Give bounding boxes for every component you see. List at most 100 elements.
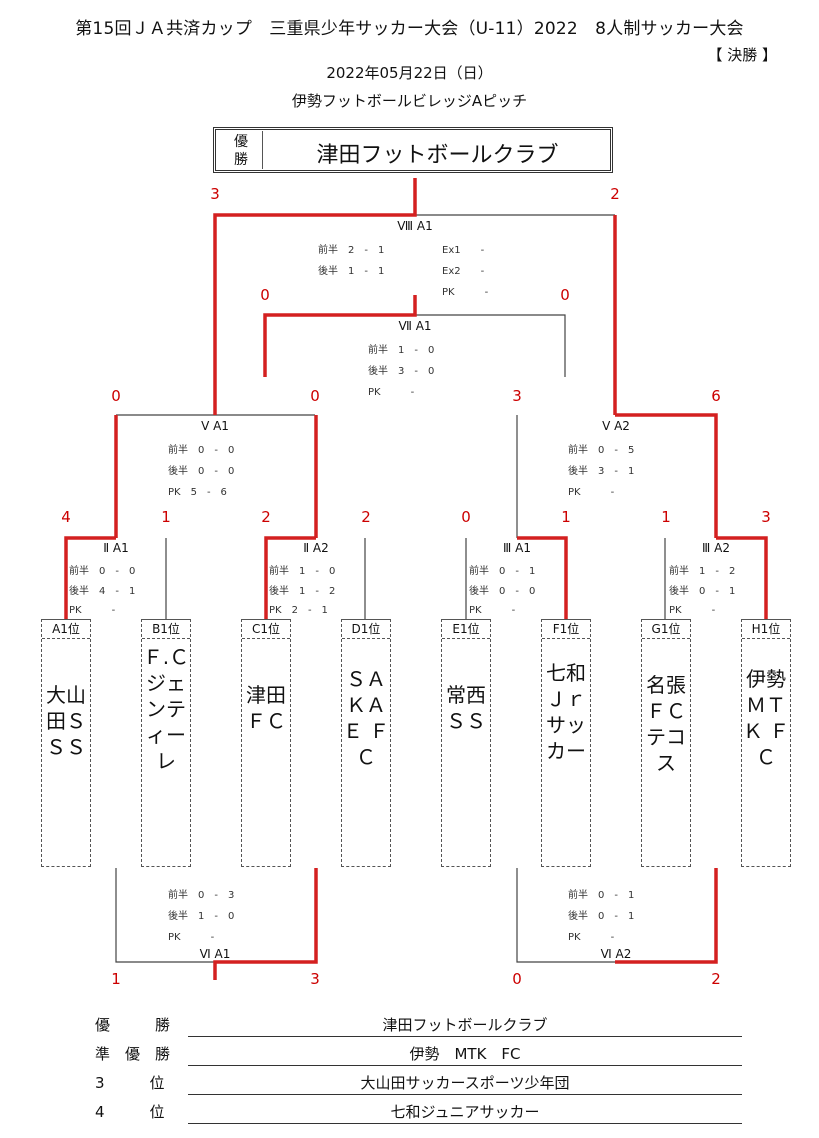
team-box: D1位 ＳＡＫＡＥ ＦＣ <box>341 619 391 867</box>
champion-label: 優勝 <box>234 134 248 168</box>
score-3a2-left: 1 <box>661 508 671 526</box>
score-row: PK 2 - 1 <box>269 605 328 616</box>
score-5a2-right: 6 <box>711 387 721 405</box>
team-name: 七和Ｊｒサッカー <box>546 661 586 763</box>
team-position: F1位 <box>542 620 590 639</box>
team-position: C1位 <box>242 620 290 639</box>
match-label-5a1: Ⅴ A1 <box>201 419 229 433</box>
score-row: 後半 3 - 0 <box>368 366 435 377</box>
score-final-left: 3 <box>210 185 220 203</box>
team-position: G1位 <box>642 620 690 639</box>
champion-name: 津田フットボールクラブ <box>316 143 559 168</box>
team-box: F1位 七和Ｊｒサッカー <box>541 619 591 867</box>
stage-label: 【 決勝 】 <box>707 46 777 64</box>
bracket-winner-lines <box>64 178 768 980</box>
team-position: D1位 <box>342 620 390 639</box>
rank-divider <box>188 1123 742 1124</box>
team-name: 名張ＦＣテコス <box>646 673 686 775</box>
match-label-6a1: Ⅵ A1 <box>199 947 231 961</box>
match-label-2a2: Ⅱ A2 <box>303 541 329 555</box>
champion-box <box>213 127 613 173</box>
team-position: E1位 <box>442 620 490 639</box>
rank-label: 4 位 <box>95 1103 165 1121</box>
team-position: A1位 <box>42 620 90 639</box>
score-row: 前半 2 - 1 <box>318 245 385 256</box>
rank-value: 七和ジュニアサッカー <box>390 1103 540 1121</box>
rank-divider <box>188 1036 742 1037</box>
rank-value: 津田フットボールクラブ <box>382 1016 548 1034</box>
team-position: H1位 <box>742 620 790 639</box>
score-row: 前半 0 - 1 <box>469 566 536 577</box>
score-6a2-left: 0 <box>512 970 522 988</box>
score-row: 後半 1 - 2 <box>269 586 336 597</box>
score-row: PK - <box>442 287 489 298</box>
score-2a1-right: 1 <box>161 508 171 526</box>
score-row: PK - <box>568 487 615 498</box>
team-name: ＳＡＫＡＥ ＦＣ <box>342 667 390 769</box>
score-2a1-left: 4 <box>61 508 71 526</box>
score-row: 前半 1 - 0 <box>269 566 336 577</box>
score-row: PK - <box>368 387 415 398</box>
score-row: Ex2 - <box>442 266 485 277</box>
team-box: B1位 Ｆ.Ｃジェンティーレ <box>141 619 191 867</box>
score-row: 前半 1 - 2 <box>669 566 736 577</box>
team-box: C1位 津田ＦＣ <box>241 619 291 867</box>
rank-divider <box>188 1065 742 1066</box>
score-row: 前半 0 - 3 <box>168 890 235 901</box>
score-6a1-right: 3 <box>310 970 320 988</box>
rank-label: 優 勝 <box>95 1016 171 1034</box>
score-3a2-right: 3 <box>761 508 771 526</box>
score-5a1-right: 0 <box>310 387 320 405</box>
match-label-3a1: Ⅲ A1 <box>503 541 531 555</box>
score-row: PK - <box>168 932 215 943</box>
score-row: 前半 1 - 0 <box>368 345 435 356</box>
score-third-left: 0 <box>260 286 270 304</box>
score-6a1-left: 1 <box>111 970 121 988</box>
score-row: 後半 0 - 1 <box>568 911 635 922</box>
team-name: 伊勢ＭＴＫ ＦＣ <box>742 667 790 769</box>
match-label-8a1: Ⅷ A1 <box>397 219 433 233</box>
rank-value: 大山田サッカースポーツ少年団 <box>360 1074 570 1092</box>
match-label-2a1: Ⅱ A1 <box>103 541 129 555</box>
match-date: 2022年05月22日（日） <box>326 64 493 82</box>
team-name: Ｆ.Ｃジェンティーレ <box>142 645 190 773</box>
match-label-6a2: Ⅵ A2 <box>600 947 632 961</box>
match-label-7a1: Ⅶ A1 <box>398 319 432 333</box>
score-5a2-left: 3 <box>512 387 522 405</box>
score-row: PK 5 - 6 <box>168 487 227 498</box>
score-row: 後半 1 - 0 <box>168 911 235 922</box>
champion-divider <box>262 131 263 169</box>
score-row: 後半 0 - 0 <box>469 586 536 597</box>
tournament-title: 第15回ＪＡ共済カップ 三重県少年サッカー大会（U-11）2022 8人制サッカ… <box>75 19 744 39</box>
rank-label: 3 位 <box>95 1074 165 1092</box>
score-row: 前半 0 - 0 <box>69 566 136 577</box>
rank-value: 伊勢 MTK FC <box>409 1045 521 1063</box>
score-third-right: 0 <box>560 286 570 304</box>
score-5a1-left: 0 <box>111 387 121 405</box>
score-row: 前半 0 - 1 <box>568 890 635 901</box>
team-box: H1位 伊勢ＭＴＫ ＦＣ <box>741 619 791 867</box>
score-final-right: 2 <box>610 185 620 203</box>
rank-divider <box>188 1094 742 1095</box>
score-2a2-right: 2 <box>361 508 371 526</box>
score-row: PK - <box>669 605 716 616</box>
score-3a1-right: 1 <box>561 508 571 526</box>
score-row: 前半 0 - 5 <box>568 445 635 456</box>
score-3a1-left: 0 <box>461 508 471 526</box>
score-row: 後半 3 - 1 <box>568 466 635 477</box>
score-2a2-left: 2 <box>261 508 271 526</box>
team-box: A1位 大山田ＳＳＳ <box>41 619 91 867</box>
team-position: B1位 <box>142 620 190 639</box>
score-row: 後半 1 - 1 <box>318 266 385 277</box>
team-name: 常西ＳＳ <box>446 683 486 733</box>
bracket-gray-lines <box>115 214 666 963</box>
score-row: PK - <box>69 605 116 616</box>
score-6a2-right: 2 <box>711 970 721 988</box>
team-box: G1位 名張ＦＣテコス <box>641 619 691 867</box>
score-row: Ex1 - <box>442 245 485 256</box>
team-name: 津田ＦＣ <box>246 683 286 733</box>
score-row: 前半 0 - 0 <box>168 445 235 456</box>
venue: 伊勢フットボールビレッジAピッチ <box>291 92 528 110</box>
score-row: PK - <box>469 605 516 616</box>
